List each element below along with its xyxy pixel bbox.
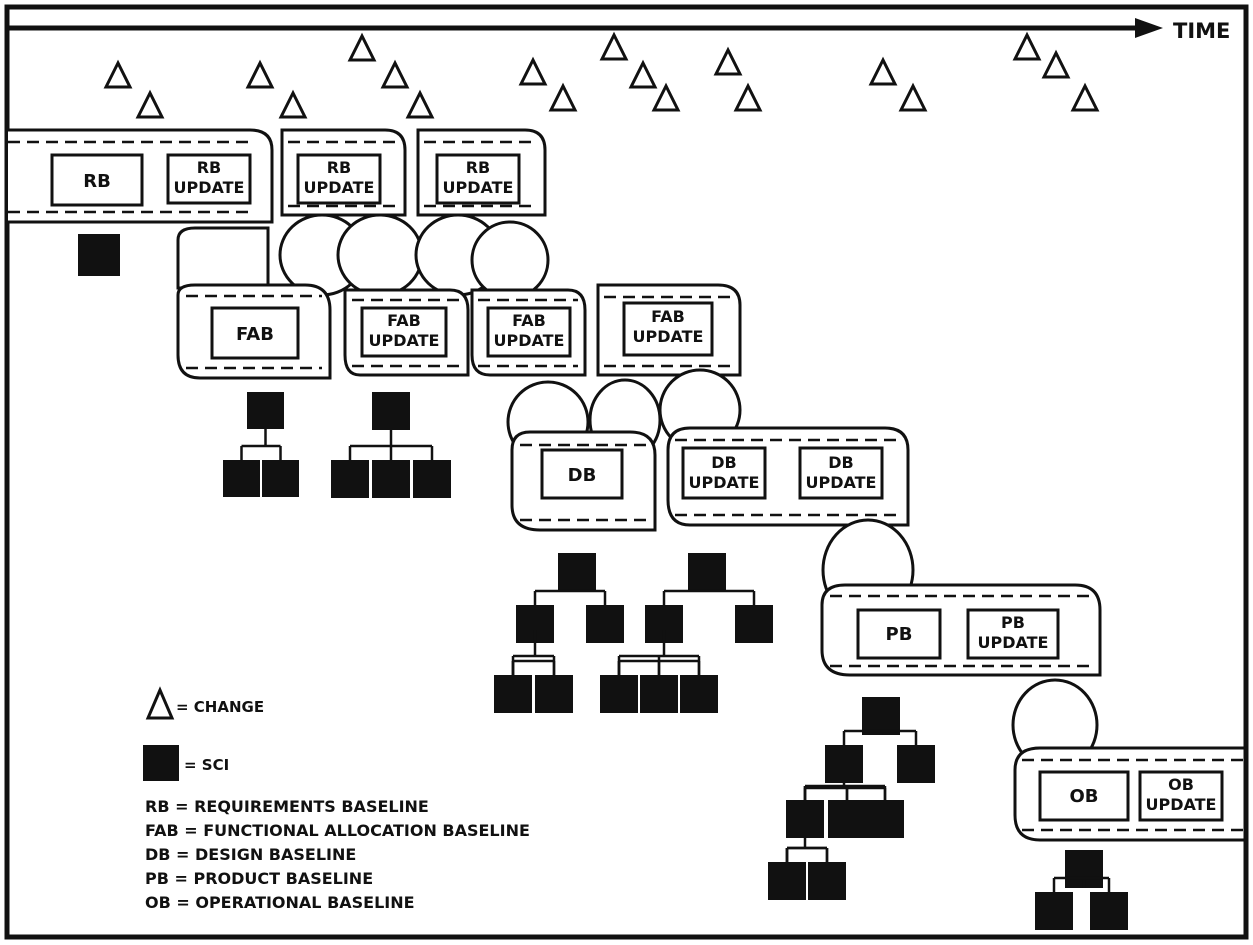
sci-icon: [640, 675, 678, 713]
change-triangle-icon: [736, 86, 760, 110]
change-triangle-icon: [871, 60, 895, 84]
sci-icon: [688, 553, 726, 591]
change-triangle-icon: [350, 36, 374, 60]
sci-icon: [680, 675, 718, 713]
legend-sci-text: = SCI: [184, 756, 229, 774]
change-triangle-icon: [521, 60, 545, 84]
time-axis-label: TIME: [1173, 19, 1230, 43]
change-triangle-icon: [716, 50, 740, 74]
sci-icon: [735, 605, 773, 643]
ob-label: OB: [1069, 786, 1098, 807]
sci-icon: [372, 392, 410, 430]
sci-icon: [600, 675, 638, 713]
legend-sci-icon: [143, 745, 179, 781]
legend-change-text: = CHANGE: [176, 698, 264, 716]
change-triangle-icon: [1044, 53, 1068, 77]
sci-icon: [413, 460, 451, 498]
sci-icon: [1090, 892, 1128, 930]
sci-icon: [494, 675, 532, 713]
sci-icon: [828, 800, 866, 838]
change-triangle-icon: [106, 63, 130, 87]
sci-icon: [808, 862, 846, 900]
pb-label: PB: [886, 624, 913, 645]
legend-def-fab: FAB = FUNCTIONAL ALLOCATION BASELINE: [145, 821, 530, 840]
sci-icon: [558, 553, 596, 591]
change-triangle-icon: [654, 86, 678, 110]
sci-icon: [331, 460, 369, 498]
sci-icon: [262, 460, 299, 497]
legend-triangle-icon: [148, 690, 172, 718]
change-triangle-icon: [383, 63, 407, 87]
legend-def-db: DB = DESIGN BASELINE: [145, 845, 356, 864]
change-triangle-icon: [408, 93, 432, 117]
sci-icon: [247, 392, 284, 429]
sci-icon: [862, 697, 900, 735]
sci-icon: [1035, 892, 1073, 930]
sci-icon: [535, 675, 573, 713]
change-triangle-icon: [631, 63, 655, 87]
sci-icon: [586, 605, 624, 643]
sci-icon: [825, 745, 863, 783]
time-axis: TIME: [8, 18, 1230, 43]
change-triangle-icon: [1073, 86, 1097, 110]
sci-icon: [223, 460, 260, 497]
rb-label: RB: [83, 171, 111, 192]
change-triangle-icon: [551, 86, 575, 110]
sci-icon: [897, 745, 935, 783]
legend-def-rb: RB = REQUIREMENTS BASELINE: [145, 797, 429, 816]
sci-icon: [372, 460, 410, 498]
change-triangle-icon: [901, 86, 925, 110]
change-triangle-icon: [138, 93, 162, 117]
change-triangle-icon: [248, 63, 272, 87]
sci-icon: [866, 800, 904, 838]
db-label: DB: [568, 465, 597, 486]
change-triangle-icon: [1015, 35, 1039, 59]
sci-icon: [78, 234, 120, 276]
sci-icon: [786, 800, 824, 838]
change-markers: [106, 35, 1097, 117]
sci-icon: [768, 862, 806, 900]
fab-label: FAB: [236, 324, 274, 345]
legend: = CHANGE = SCI RB = REQUIREMENTS BASELIN…: [143, 690, 530, 912]
legend-def-ob: OB = OPERATIONAL BASELINE: [145, 893, 415, 912]
change-triangle-icon: [602, 35, 626, 59]
change-triangle-icon: [281, 93, 305, 117]
legend-def-pb: PB = PRODUCT BASELINE: [145, 869, 373, 888]
